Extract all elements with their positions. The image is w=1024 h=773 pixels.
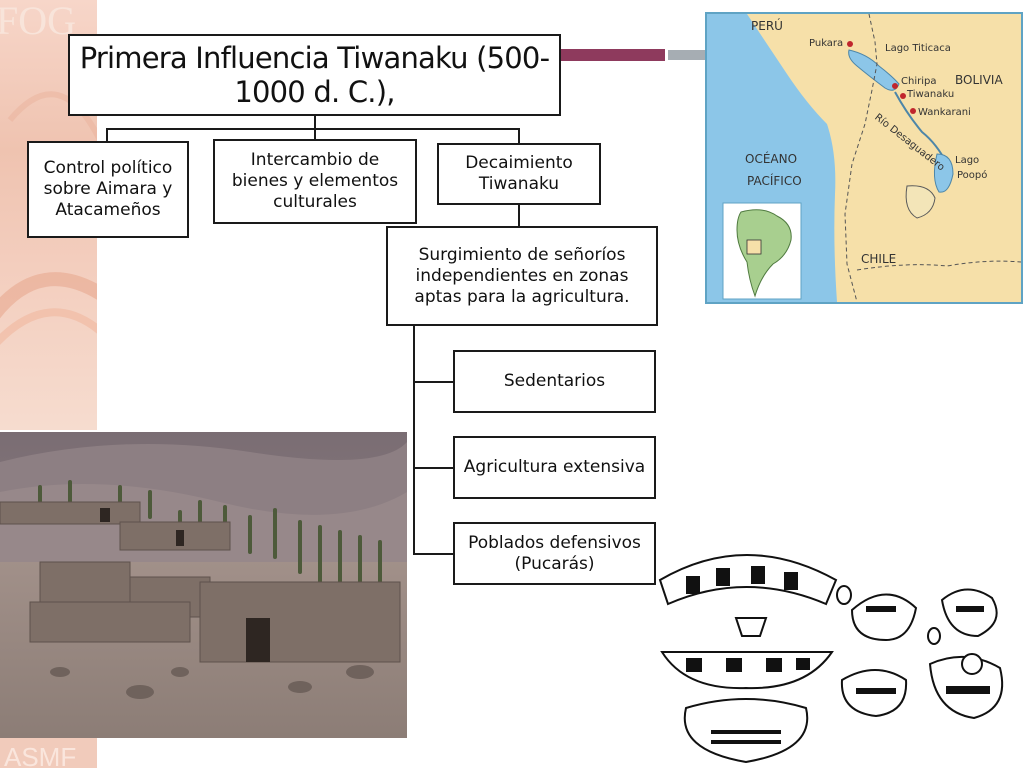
decorative-bottom-strip: ASMF bbox=[0, 738, 97, 768]
node-label-line: sobre Aimara y bbox=[43, 179, 173, 199]
map-label-peru: PERÚ bbox=[751, 19, 783, 33]
node-agricultura-extensiva: Agricultura extensiva bbox=[453, 436, 656, 499]
map-label-bolivia: BOLIVIA bbox=[955, 73, 1003, 87]
background-watermark-text-bottom: ASMF bbox=[4, 742, 76, 768]
regional-map: PERÚ Pukara Lago Titicaca Chiripa Tiwana… bbox=[705, 12, 1023, 304]
connector bbox=[413, 381, 454, 383]
node-label-line: Sedentarios bbox=[503, 371, 606, 391]
map-label-lago-titicaca: Lago Titicaca bbox=[885, 43, 951, 54]
map-site-tiwanaku: Tiwanaku bbox=[907, 89, 955, 100]
map-label-lago: Lago bbox=[955, 155, 980, 166]
node-label-line: Atacameños bbox=[55, 200, 161, 220]
title-box: Primera Influencia Tiwanaku (500- 1000 d… bbox=[68, 34, 561, 116]
background-watermark-text: FOG bbox=[0, 0, 76, 43]
node-label-line: Surgimiento de señoríos bbox=[418, 244, 626, 265]
connector bbox=[413, 467, 454, 469]
node-label-line: Agricultura extensiva bbox=[463, 457, 646, 477]
node-intercambio: Intercambio de bienes y elementos cultur… bbox=[213, 139, 417, 224]
pottery-illustration bbox=[656, 540, 1016, 768]
node-label-line: Tiwanaku bbox=[478, 174, 560, 194]
node-label-line: Intercambio de bbox=[250, 150, 380, 170]
connector bbox=[413, 326, 415, 555]
connector bbox=[106, 128, 108, 142]
node-control-politico: Control político sobre Aimara y Atacameñ… bbox=[27, 141, 189, 238]
map-label-oceano: OCÉANO bbox=[745, 152, 798, 166]
node-label-line: aptas para la agricultura. bbox=[414, 286, 630, 307]
node-label-line: Control político bbox=[43, 158, 173, 178]
node-sedentarios: Sedentarios bbox=[453, 350, 656, 413]
map-site-chiripa: Chiripa bbox=[901, 76, 937, 87]
node-label-line: bienes y elementos bbox=[231, 171, 399, 191]
connector bbox=[518, 128, 520, 144]
node-poblados-defensivos: Poblados defensivos (Pucarás) bbox=[453, 522, 656, 585]
node-decaimiento: Decaimiento Tiwanaku bbox=[437, 143, 601, 205]
node-label-line: Poblados defensivos bbox=[468, 532, 641, 553]
map-site-pukara: Pukara bbox=[809, 38, 844, 49]
accent-bar bbox=[561, 49, 665, 61]
connector bbox=[314, 116, 316, 130]
connector bbox=[106, 128, 520, 130]
node-label-line: (Pucarás) bbox=[514, 553, 595, 574]
node-surgimiento: Surgimiento de señoríos independientes e… bbox=[386, 226, 658, 326]
connector bbox=[413, 553, 454, 555]
title-line-1: Primera Influencia Tiwanaku (500- bbox=[79, 41, 550, 75]
node-label-line: culturales bbox=[273, 192, 357, 212]
map-label-chile: CHILE bbox=[861, 252, 897, 266]
accent-bar-gray bbox=[668, 50, 706, 60]
map-label-pacifico: PACÍFICO bbox=[747, 174, 802, 188]
node-label-line: Decaimiento bbox=[465, 153, 573, 173]
map-label-poopo: Poopó bbox=[957, 170, 988, 181]
connector bbox=[518, 205, 520, 227]
map-site-wankarani: Wankarani bbox=[918, 107, 971, 118]
node-label-line: independientes en zonas bbox=[415, 265, 629, 286]
ruins-photo bbox=[0, 432, 407, 738]
connector bbox=[314, 128, 316, 140]
title-line-2: 1000 d. C.), bbox=[234, 75, 395, 109]
